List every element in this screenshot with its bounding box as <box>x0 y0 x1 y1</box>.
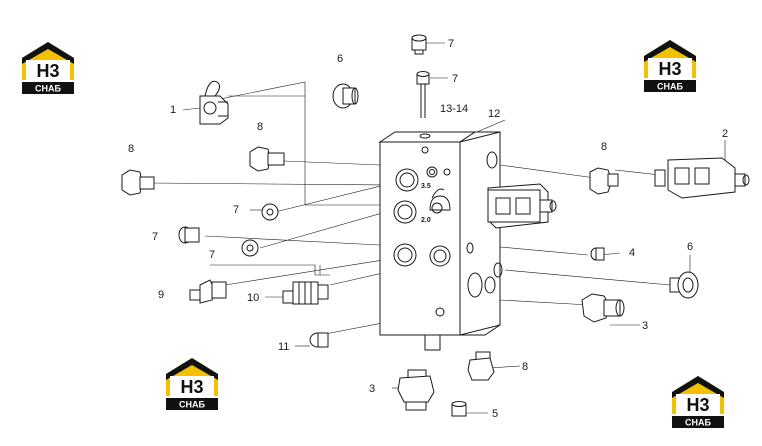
callout-4: 4 <box>629 247 635 259</box>
port-label-upper: 3.5 <box>421 183 431 190</box>
item-4-small-plug <box>590 247 605 261</box>
item-8-fitting-upper-left <box>249 146 285 172</box>
item-7-washer-left <box>261 203 279 221</box>
item-3-fitting-bottom <box>397 369 435 411</box>
callout-7-far-left: 7 <box>152 231 158 243</box>
callout-12: 12 <box>488 108 500 120</box>
item-10-sensor <box>282 281 329 305</box>
item-7-plug-left <box>178 226 200 244</box>
item-5-plug-bottom <box>451 401 467 417</box>
callout-8-right: 8 <box>601 141 607 153</box>
house-logo-icon: H3 CHAБ <box>672 376 724 428</box>
item-8-fitting-left <box>121 169 155 196</box>
callout-labels: 1 2 3 3 4 5 6 6 7 7 7 7 7 8 8 8 8 9 10 1… <box>128 38 728 420</box>
callout-13-14: 13-14 <box>440 103 468 115</box>
callout-3-bottom: 3 <box>369 383 375 395</box>
watermark-logo-top-left: H3 CHAБ <box>18 40 78 96</box>
house-logo-icon: H3 CHAБ <box>22 42 74 94</box>
callout-11: 11 <box>278 341 289 353</box>
callout-7-upper: 7 <box>452 73 458 85</box>
logo-caption: CHAБ <box>657 82 683 92</box>
callout-2: 2 <box>722 128 728 140</box>
callout-3-right: 3 <box>642 320 648 332</box>
watermark-logo-top-right: H3 CHAБ <box>640 38 700 94</box>
house-logo-icon: H3 CHAБ <box>166 358 218 410</box>
watermark-logo-bottom-right: H3 CHAБ <box>668 374 728 430</box>
callout-5: 5 <box>492 408 498 420</box>
house-logo-icon: H3 CHAБ <box>644 40 696 92</box>
item-8-fitting-bottom <box>467 351 495 381</box>
item-7-plug-top <box>411 34 427 55</box>
port-label-lower: 2.0 <box>421 217 431 224</box>
callout-7-top: 7 <box>448 38 454 50</box>
logo-mark: H3 <box>686 395 709 415</box>
item-12-solenoid-valve <box>429 183 557 229</box>
callout-8-bottom: 8 <box>522 361 528 373</box>
callout-1: 1 <box>170 104 176 116</box>
logo-caption: CHAБ <box>685 418 711 428</box>
callout-8-upper-left: 8 <box>257 121 263 133</box>
item-3-fitting-right <box>581 293 625 323</box>
watermark-logo-bottom-left: H3 CHAБ <box>162 356 222 412</box>
item-7-washer-lower <box>241 239 259 257</box>
item-6-plug <box>332 83 359 109</box>
callout-6-right: 6 <box>687 241 693 253</box>
item-6-plug-right <box>669 271 699 299</box>
logo-caption: CHAБ <box>35 84 61 94</box>
item-9-sensor <box>189 279 227 304</box>
item-1-relief-valve <box>199 80 229 125</box>
callout-8-left: 8 <box>128 143 134 155</box>
logo-caption: CHAБ <box>179 400 205 410</box>
item-7-fitting-top <box>416 71 430 118</box>
callout-10: 10 <box>247 292 259 304</box>
item-8-fitting-right <box>589 167 619 195</box>
callout-6-left: 6 <box>337 53 343 65</box>
logo-mark: H3 <box>180 377 203 397</box>
logo-mark: H3 <box>658 59 681 79</box>
callout-9: 9 <box>158 289 164 301</box>
valve-block-body <box>378 131 503 351</box>
callout-7-lower: 7 <box>209 249 215 261</box>
item-2-solenoid-coil <box>654 157 750 199</box>
logo-mark: H3 <box>36 61 59 81</box>
item-11-plug <box>309 332 329 348</box>
callout-7-left: 7 <box>233 204 239 216</box>
